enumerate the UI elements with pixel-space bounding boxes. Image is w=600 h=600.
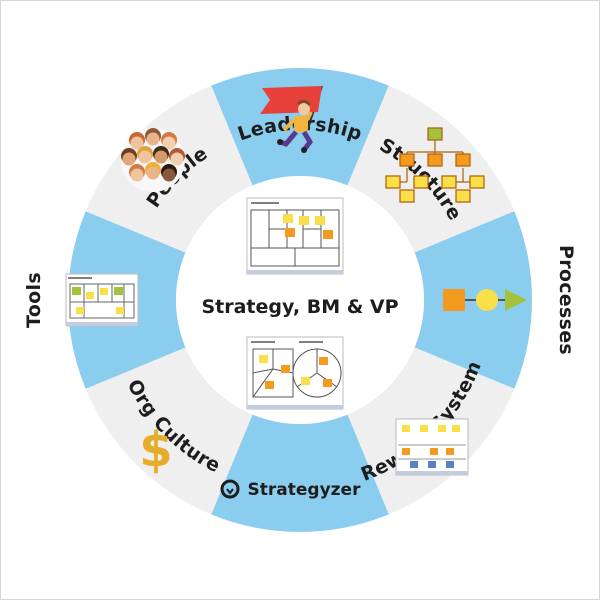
value-proposition-canvas-icon	[246, 336, 344, 410]
canvas-tool-icon	[65, 273, 139, 327]
segment-reward-system	[85, 347, 253, 515]
people-crowd-icon	[121, 128, 185, 192]
center-disc	[176, 176, 424, 424]
person-face	[130, 136, 144, 150]
person-face	[130, 168, 144, 182]
strategyzer-wordmark: Strategyzer	[248, 480, 362, 500]
person-face	[146, 166, 160, 180]
person-face	[138, 150, 152, 164]
person-face	[122, 152, 136, 166]
person-face	[170, 152, 184, 166]
person-face	[162, 168, 176, 182]
segment-strategyzer	[211, 414, 389, 532]
person-face	[154, 150, 168, 164]
center-title: Strategy, BM & VP	[201, 296, 398, 318]
leader-flag-icon	[260, 85, 323, 153]
person-face	[146, 132, 160, 146]
culture-board-icon	[395, 418, 469, 476]
segment-structure	[347, 85, 515, 253]
label-tools: Tools	[23, 272, 45, 328]
label-processes: Processes	[555, 245, 577, 355]
person-face	[162, 136, 176, 150]
dollar-icon: $	[139, 422, 172, 478]
business-model-canvas-icon	[246, 197, 344, 275]
org-chart-icon	[385, 127, 485, 203]
process-flow-icon	[443, 289, 527, 311]
strategyzer-logo: Strategyzer	[220, 479, 362, 500]
